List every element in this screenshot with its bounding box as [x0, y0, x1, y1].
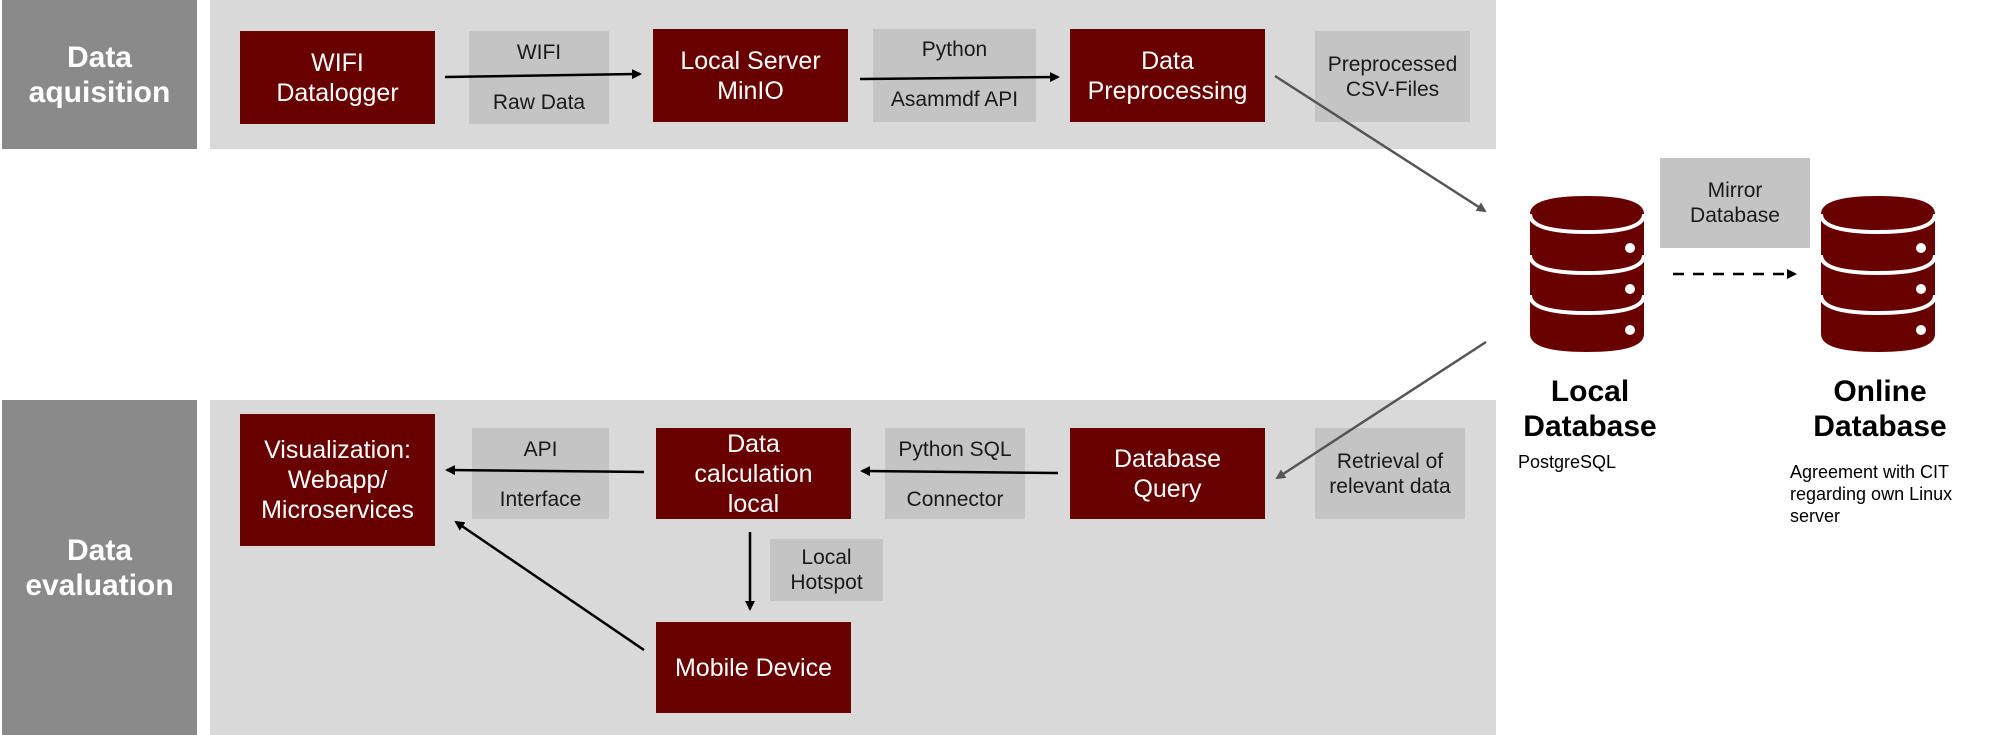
local-server-minio-box: Local Server MinIO [653, 29, 848, 122]
data-evaluation-label: Data evaluation [2, 400, 197, 735]
arrow-server-to-preprocessing [859, 72, 1060, 83]
preprocessed-csv-files-box: Preprocessed CSV-Files [1315, 31, 1470, 122]
api-interface-label-box [472, 428, 609, 519]
data-acquisition-label: Data aquisition [2, 0, 197, 149]
local-database-subtitle: PostgreSQL [1518, 452, 1617, 472]
arrow-mobile-to-visualization [454, 520, 645, 652]
online-database-title: Online Database [1813, 375, 1947, 443]
local-database-icon [1528, 196, 1646, 352]
edge-raw-data-label: Raw Data [492, 91, 586, 114]
mobile-device-box: Mobile Device [656, 622, 851, 713]
arrow-calculation-to-visualization [445, 465, 645, 476]
wifi-datalogger-box: WIFI Datalogger [240, 31, 435, 124]
visualization-box: Visualization: Webapp/ Microservices [240, 414, 435, 546]
edge-wifi-label: WIFI [516, 41, 562, 64]
edge-python-label: Python [921, 38, 988, 61]
python-asammdf-label-box [873, 29, 1036, 122]
data-preprocessing-box: Data Preprocessing [1070, 29, 1265, 122]
local-database-title: Local Database [1523, 375, 1657, 443]
arrow-preprocessing-to-local-db [1274, 74, 1487, 213]
online-database-subtitle: Agreement with CIT regarding own Linux s… [1790, 462, 1953, 526]
edge-interface-label: Interface [499, 488, 582, 511]
arrow-datalogger-to-server [444, 69, 642, 80]
local-hotspot-box: Local Hotspot [770, 539, 883, 601]
edge-python-sql-label: Python SQL [898, 438, 1012, 461]
online-database-icon [1819, 196, 1937, 352]
edge-connector-label: Connector [906, 488, 1004, 511]
edge-asammdf-api-label: Asammdf API [890, 88, 1019, 111]
database-query-box: Database Query [1070, 428, 1265, 519]
data-calculation-local-box: Data calculation local [656, 428, 851, 519]
mirror-database-box: Mirror Database [1660, 158, 1810, 248]
arrow-local-db-to-query [1275, 340, 1487, 480]
edge-api-label: API [523, 438, 558, 461]
arrow-query-to-calculation [860, 466, 1059, 477]
retrieval-of-relevant-data-box: Retrieval of relevant data [1315, 428, 1465, 519]
